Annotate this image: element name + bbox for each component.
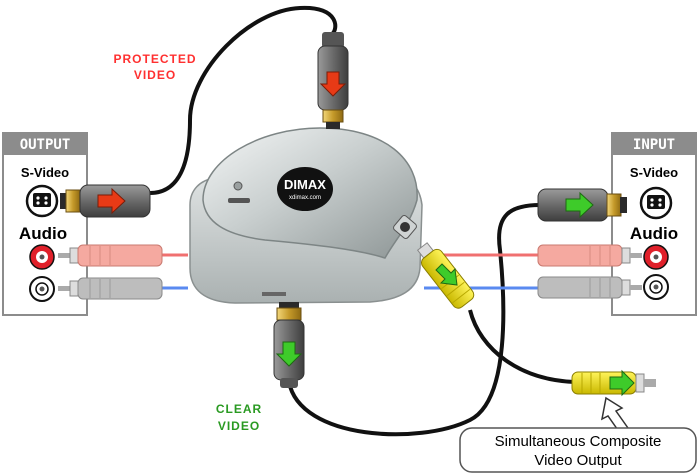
- callout-line1: Simultaneous Composite: [495, 433, 662, 450]
- output-audio-white-plug: [58, 277, 163, 300]
- output-audio-red-plug: [58, 244, 163, 267]
- output-svideo-plug: [60, 184, 151, 218]
- simultaneous-output-callout: Simultaneous Composite Video Output: [459, 396, 697, 473]
- output-panel-header: [3, 133, 87, 155]
- rca-jack-icon: [29, 276, 55, 302]
- rca-jack-icon: [643, 244, 669, 270]
- input-audio-white-plug: [537, 276, 642, 299]
- clear-svideo-plug: [273, 302, 305, 388]
- protected-video-caption-line1: PROTECTED: [113, 52, 196, 66]
- rca-jack-icon: [29, 244, 55, 270]
- input-panel: INPUT S-Video Audio: [611, 132, 697, 316]
- flow-arrow-icon: [97, 187, 126, 215]
- flow-arrow-icon: [275, 341, 303, 367]
- callout-line2: Video Output: [534, 452, 622, 469]
- output-svideo-label: S-Video: [21, 165, 69, 180]
- flow-arrow-icon: [319, 71, 347, 97]
- input-svideo-label: S-Video: [630, 165, 678, 180]
- dimax-device: DIMAX xdimax.com: [189, 127, 423, 304]
- clear-video-caption-line2: VIDEO: [218, 419, 260, 433]
- composite-video-cable: [468, 309, 576, 384]
- flow-arrow-icon: [609, 369, 635, 397]
- svideo-jack-icon: [639, 186, 673, 220]
- rca-jack-icon: [643, 274, 669, 300]
- input-panel-header: [612, 133, 696, 155]
- clear-video-cable: [287, 203, 541, 437]
- protected-video-cable: [149, 5, 338, 195]
- flow-arrow-icon: [565, 191, 594, 219]
- input-svideo-plug: [537, 188, 627, 222]
- dimax-brand: DIMAX: [284, 177, 326, 192]
- flow-arrow-icon: [435, 263, 458, 286]
- input-audio-label: Audio: [630, 224, 678, 243]
- output-audio-label: Audio: [19, 224, 67, 243]
- composite-output-plug: [571, 369, 656, 397]
- dimax-website: xdimax.com: [289, 195, 321, 201]
- input-audio-red-plug: [537, 244, 642, 267]
- protected-video-caption-line2: VIDEO: [134, 68, 176, 82]
- protected-svideo-plug: [317, 32, 349, 129]
- output-panel-title: OUTPUT: [20, 137, 71, 153]
- dimax-logo: DIMAX xdimax.com: [277, 167, 333, 211]
- svideo-jack-icon: [25, 184, 59, 218]
- input-panel-title: INPUT: [633, 137, 675, 153]
- clear-video-caption-line1: CLEAR: [216, 402, 262, 416]
